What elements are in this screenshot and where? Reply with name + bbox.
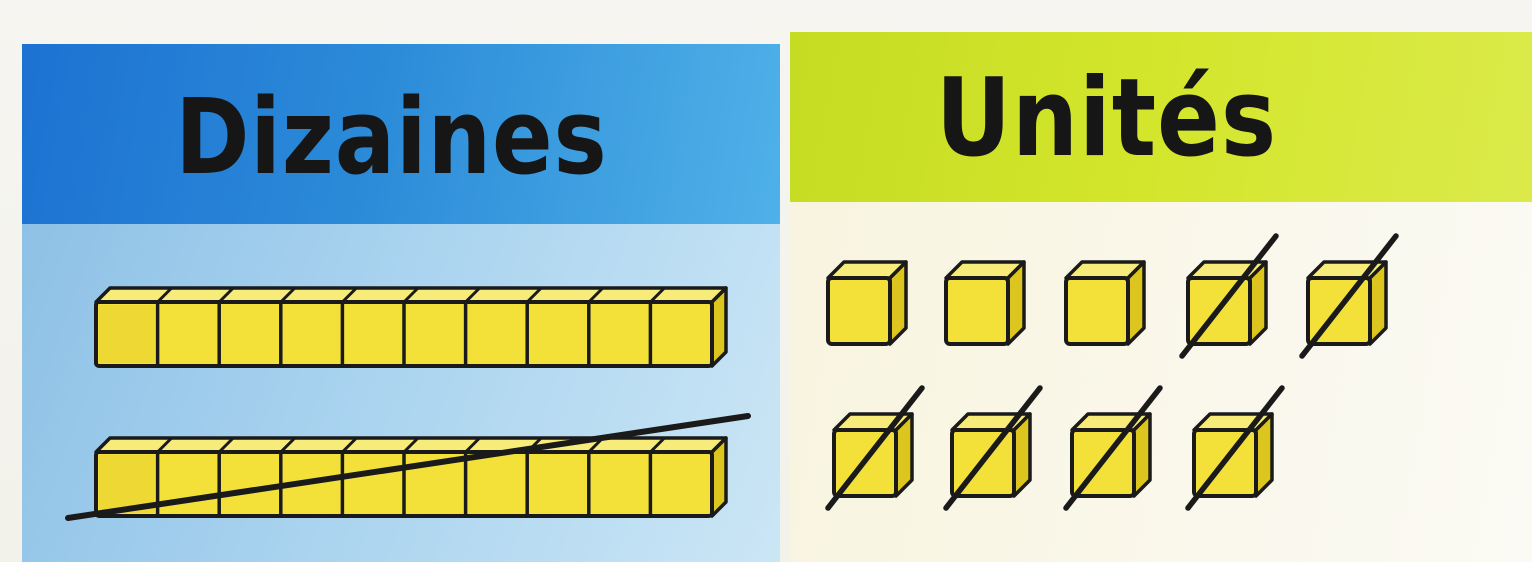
ten-rod: [96, 438, 726, 516]
cube-side-face: [890, 262, 906, 344]
rod-side-face: [712, 288, 726, 366]
cube-side-face: [1008, 262, 1024, 344]
rod-side-face: [712, 438, 726, 516]
unit-cube: [946, 388, 1040, 508]
unit-cube: [1302, 236, 1396, 356]
unit-cube: [828, 262, 906, 344]
cube-side-face: [896, 414, 912, 496]
unit-cube: [946, 262, 1024, 344]
unit-cube: [1066, 388, 1160, 508]
unit-cube: [828, 388, 922, 508]
unit-cube: [1188, 388, 1282, 508]
cube-front-face: [946, 278, 1008, 344]
unit-cube: [1182, 236, 1276, 356]
cube-side-face: [1256, 414, 1272, 496]
unit-cube: [1066, 262, 1144, 344]
cube-side-face: [1014, 414, 1030, 496]
cube-side-face: [1128, 262, 1144, 344]
cube-side-face: [1134, 414, 1150, 496]
cube-side-face: [1250, 262, 1266, 344]
ten-rod: [96, 288, 726, 366]
rod-shade: [99, 305, 155, 363]
cube-front-face: [828, 278, 890, 344]
cube-front-face: [1066, 278, 1128, 344]
cube-side-face: [1370, 262, 1386, 344]
